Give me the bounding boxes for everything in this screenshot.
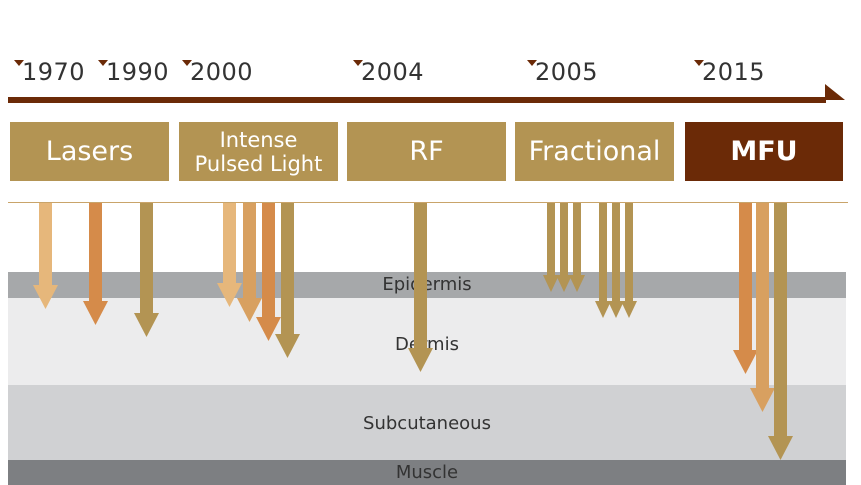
year-marker-icon: [14, 60, 24, 66]
year-marker-icon: [527, 60, 537, 66]
tech-box-lasers: Lasers: [10, 122, 169, 181]
year-label: 2004: [353, 58, 424, 86]
tech-box-ipl: Intense Pulsed Light: [179, 122, 338, 181]
arrow-icon: [768, 203, 793, 460]
year-marker-icon: [182, 60, 192, 66]
timeline-bar: [8, 97, 826, 103]
arrow-icon: [556, 203, 572, 292]
year-label: 1970: [14, 58, 85, 86]
arrow-icon: [408, 203, 433, 372]
year-label: 2000: [182, 58, 253, 86]
year-label: 2005: [527, 58, 598, 86]
year-marker-icon: [353, 60, 363, 66]
year-label: 2015: [694, 58, 765, 86]
layer-label: Subcutaneous: [363, 413, 491, 434]
arrow-icon: [733, 203, 758, 374]
arrow-icon: [83, 203, 108, 325]
arrow-icon: [237, 203, 262, 322]
arrow-icon: [217, 203, 242, 307]
arrow-icon: [595, 203, 611, 318]
tech-box-mfu: MFU: [685, 122, 843, 181]
arrow-icon: [621, 203, 637, 318]
year-label: 1990: [98, 58, 169, 86]
tech-box-fractional: Fractional: [515, 122, 674, 181]
layer-label: Muscle: [395, 462, 459, 483]
arrow-icon: [750, 203, 775, 412]
arrow-icon: [569, 203, 585, 292]
timeline-arrowhead-icon: [825, 84, 845, 100]
arrow-icon: [134, 203, 159, 337]
layer-subcutaneous: Subcutaneous: [8, 385, 846, 460]
separator-line: [8, 202, 848, 203]
arrow-icon: [608, 203, 624, 318]
year-marker-icon: [98, 60, 108, 66]
arrow-icon: [275, 203, 300, 358]
tech-box-rf: RF: [347, 122, 506, 181]
arrow-icon: [256, 203, 281, 341]
arrow-icon: [33, 203, 58, 309]
layer-muscle: Muscle: [8, 460, 846, 485]
year-marker-icon: [694, 60, 704, 66]
arrow-icon: [543, 203, 559, 292]
